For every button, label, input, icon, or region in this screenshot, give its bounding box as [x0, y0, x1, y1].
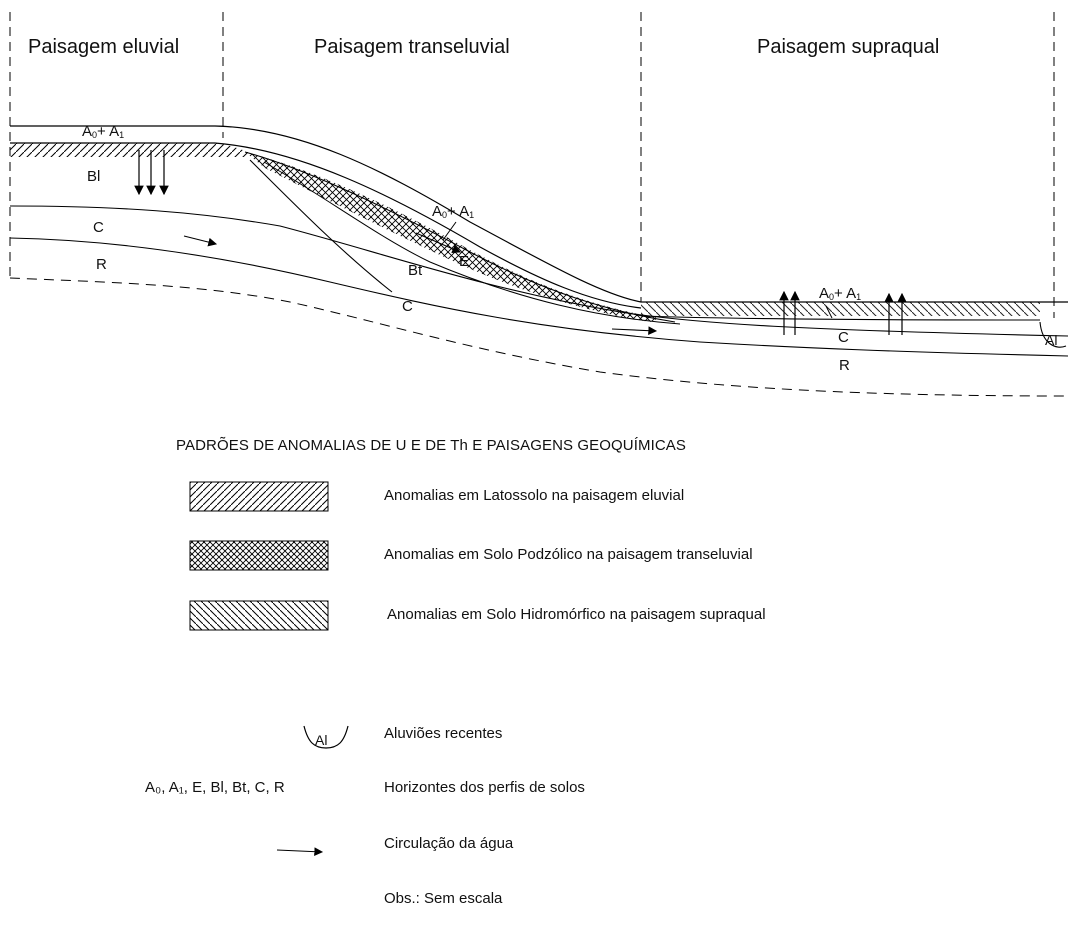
legend-item-hidromorfico: Anomalias em Solo Hidromórfico na paisag…: [387, 606, 766, 623]
legend-horizons-label: Horizontes dos perfis de solos: [384, 779, 585, 796]
legend-swatches: [189, 481, 349, 857]
water-arrow-symbol: [276, 847, 324, 857]
label-a0a1-supraqual: A0+ A1: [819, 285, 862, 302]
supraqual-a-base: [640, 315, 1041, 321]
label-al-diagram: Al: [1045, 332, 1058, 348]
label-bt: Bt: [408, 262, 423, 279]
legend-item-podzolico: Anomalias em Solo Podzólico na paisagem …: [384, 546, 753, 563]
bt-upper-boundary: [244, 151, 676, 323]
swatch-podzolico: [189, 540, 329, 571]
label-a0a1-transeluvial: A0+ A1: [432, 203, 475, 220]
ground-surface-line: [10, 125, 1068, 303]
landscape-label-supraqual: Paisagem supraqual: [757, 36, 940, 58]
a-horizon-base-line: [214, 142, 642, 309]
latossolo-anomaly-hatch: [10, 143, 248, 157]
label-r-supraqual: R: [839, 357, 850, 374]
alluvium-pocket: [1039, 321, 1067, 348]
hydromorphic-anomaly-hatch: [641, 302, 1040, 316]
label-r-eluvial: R: [96, 256, 107, 273]
landscape-label-eluvial: Paisagem eluvial: [28, 36, 180, 58]
label-c-transeluvial: C: [402, 298, 413, 315]
label-c-supraqual: C: [838, 329, 849, 346]
soil-cross-section: [9, 12, 1068, 397]
up-arrows-supraqual: [779, 290, 907, 335]
bl-c-boundary: [9, 205, 1068, 337]
landscape-label-transeluvial: Paisagem transeluvial: [314, 36, 510, 58]
swatch-hidromorfico: [189, 600, 329, 631]
label-bl: Bl: [87, 168, 101, 185]
bt-lower-boundary: [249, 159, 393, 293]
legend-alluvium-label: Aluviões recentes: [384, 725, 503, 742]
label-c-eluvial: C: [93, 219, 104, 236]
podzolic-anomaly-crosshatch: [245, 152, 660, 322]
rock-dashed-boundary: [9, 277, 1068, 397]
legend-horizons-symbol: A₀, A₁, E, Bl, Bt, C, R: [145, 779, 285, 796]
water-arrows: [183, 232, 658, 336]
alluvium-symbol: [303, 725, 349, 749]
label-a0a1-eluvial: A0+ A1: [82, 123, 125, 140]
down-arrows-eluvial: [134, 150, 169, 196]
legend-title: PADRÕES DE ANOMALIAS DE U E DE Th E PAIS…: [176, 437, 686, 454]
legend-al-symbol: Al: [315, 732, 328, 748]
c-r-boundary: [9, 237, 1068, 357]
e-horizon-lower-line: [263, 161, 681, 325]
legend-water-label: Circulação da água: [384, 835, 514, 852]
legend-note: Obs.: Sem escala: [384, 890, 503, 907]
label-e: E: [459, 253, 470, 270]
label-leaders: [442, 221, 833, 319]
legend-item-latossolo: Anomalias em Latossolo na paisagem eluvi…: [384, 487, 685, 504]
swatch-latossolo: [189, 481, 329, 512]
